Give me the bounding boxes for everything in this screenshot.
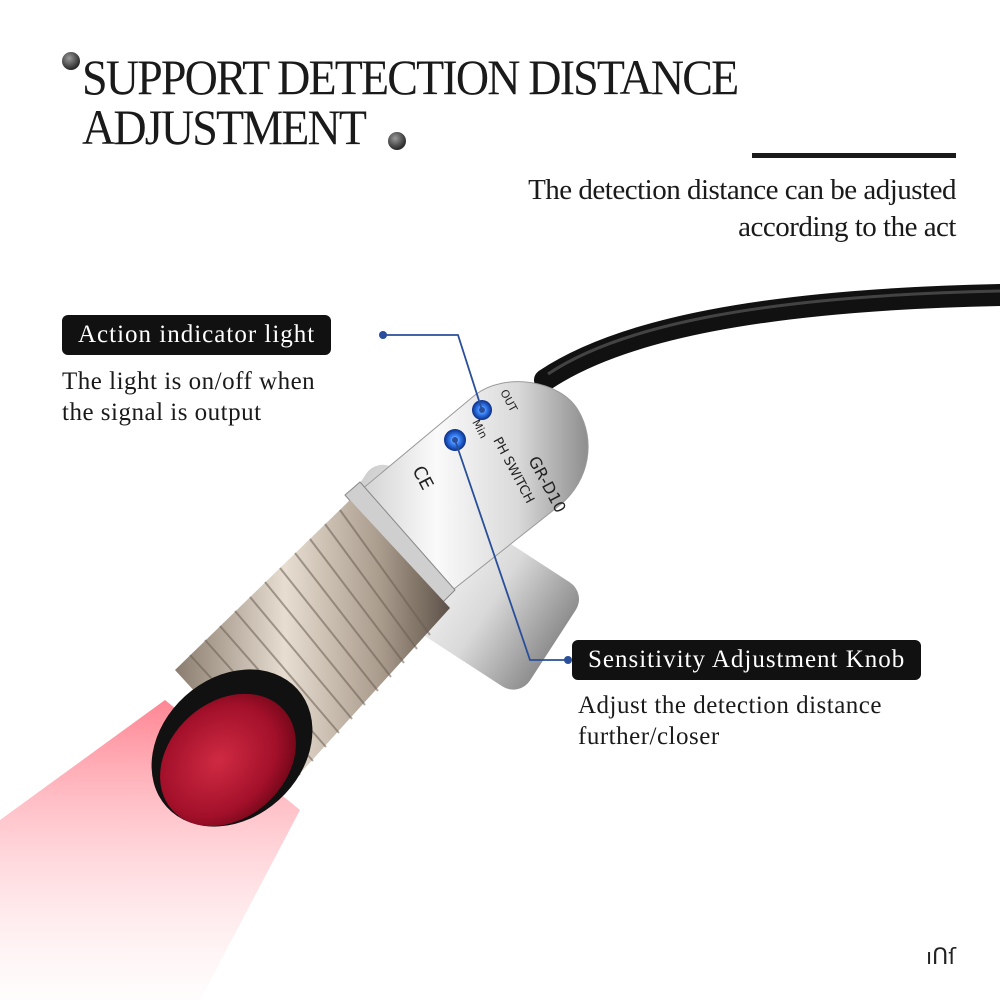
subtitle-line-1: The detection distance can be adjusted — [528, 174, 956, 206]
indicator-desc-line-1: The light is on/off when — [62, 368, 316, 395]
indicator-desc-line-2: the signal is output — [62, 399, 262, 426]
brand-logo: ıՈſ — [926, 945, 956, 970]
sensor-body — [151, 381, 589, 827]
cable — [534, 284, 1000, 391]
leader-lines — [383, 334, 568, 661]
subtitle-line-2: according to the act — [738, 211, 956, 243]
title-line-2: ADJUSTMENT — [82, 99, 367, 155]
knob-description: Adjust the detection distance further/cl… — [578, 690, 882, 752]
subtitle: The detection distance can be adjusted a… — [436, 172, 956, 246]
subtitle-rule — [752, 153, 956, 158]
indicator-label: Action indicator light — [62, 315, 332, 355]
indicator-description: The light is on/off when the signal is o… — [62, 366, 315, 428]
lens — [160, 693, 296, 827]
knob-desc-line-1: Adjust the detection distance — [578, 692, 883, 719]
knob-desc-line-2: further/closer — [578, 723, 720, 750]
title-line-1: SUPPORT DETECTION DISTANCE — [82, 49, 739, 105]
title-bullet-left — [62, 52, 80, 70]
title-bullet-right — [388, 132, 406, 150]
page-title: SUPPORT DETECTION DISTANCE ADJUSTMENT — [82, 52, 910, 152]
knob-label: Sensitivity Adjustment Knob — [572, 640, 922, 680]
